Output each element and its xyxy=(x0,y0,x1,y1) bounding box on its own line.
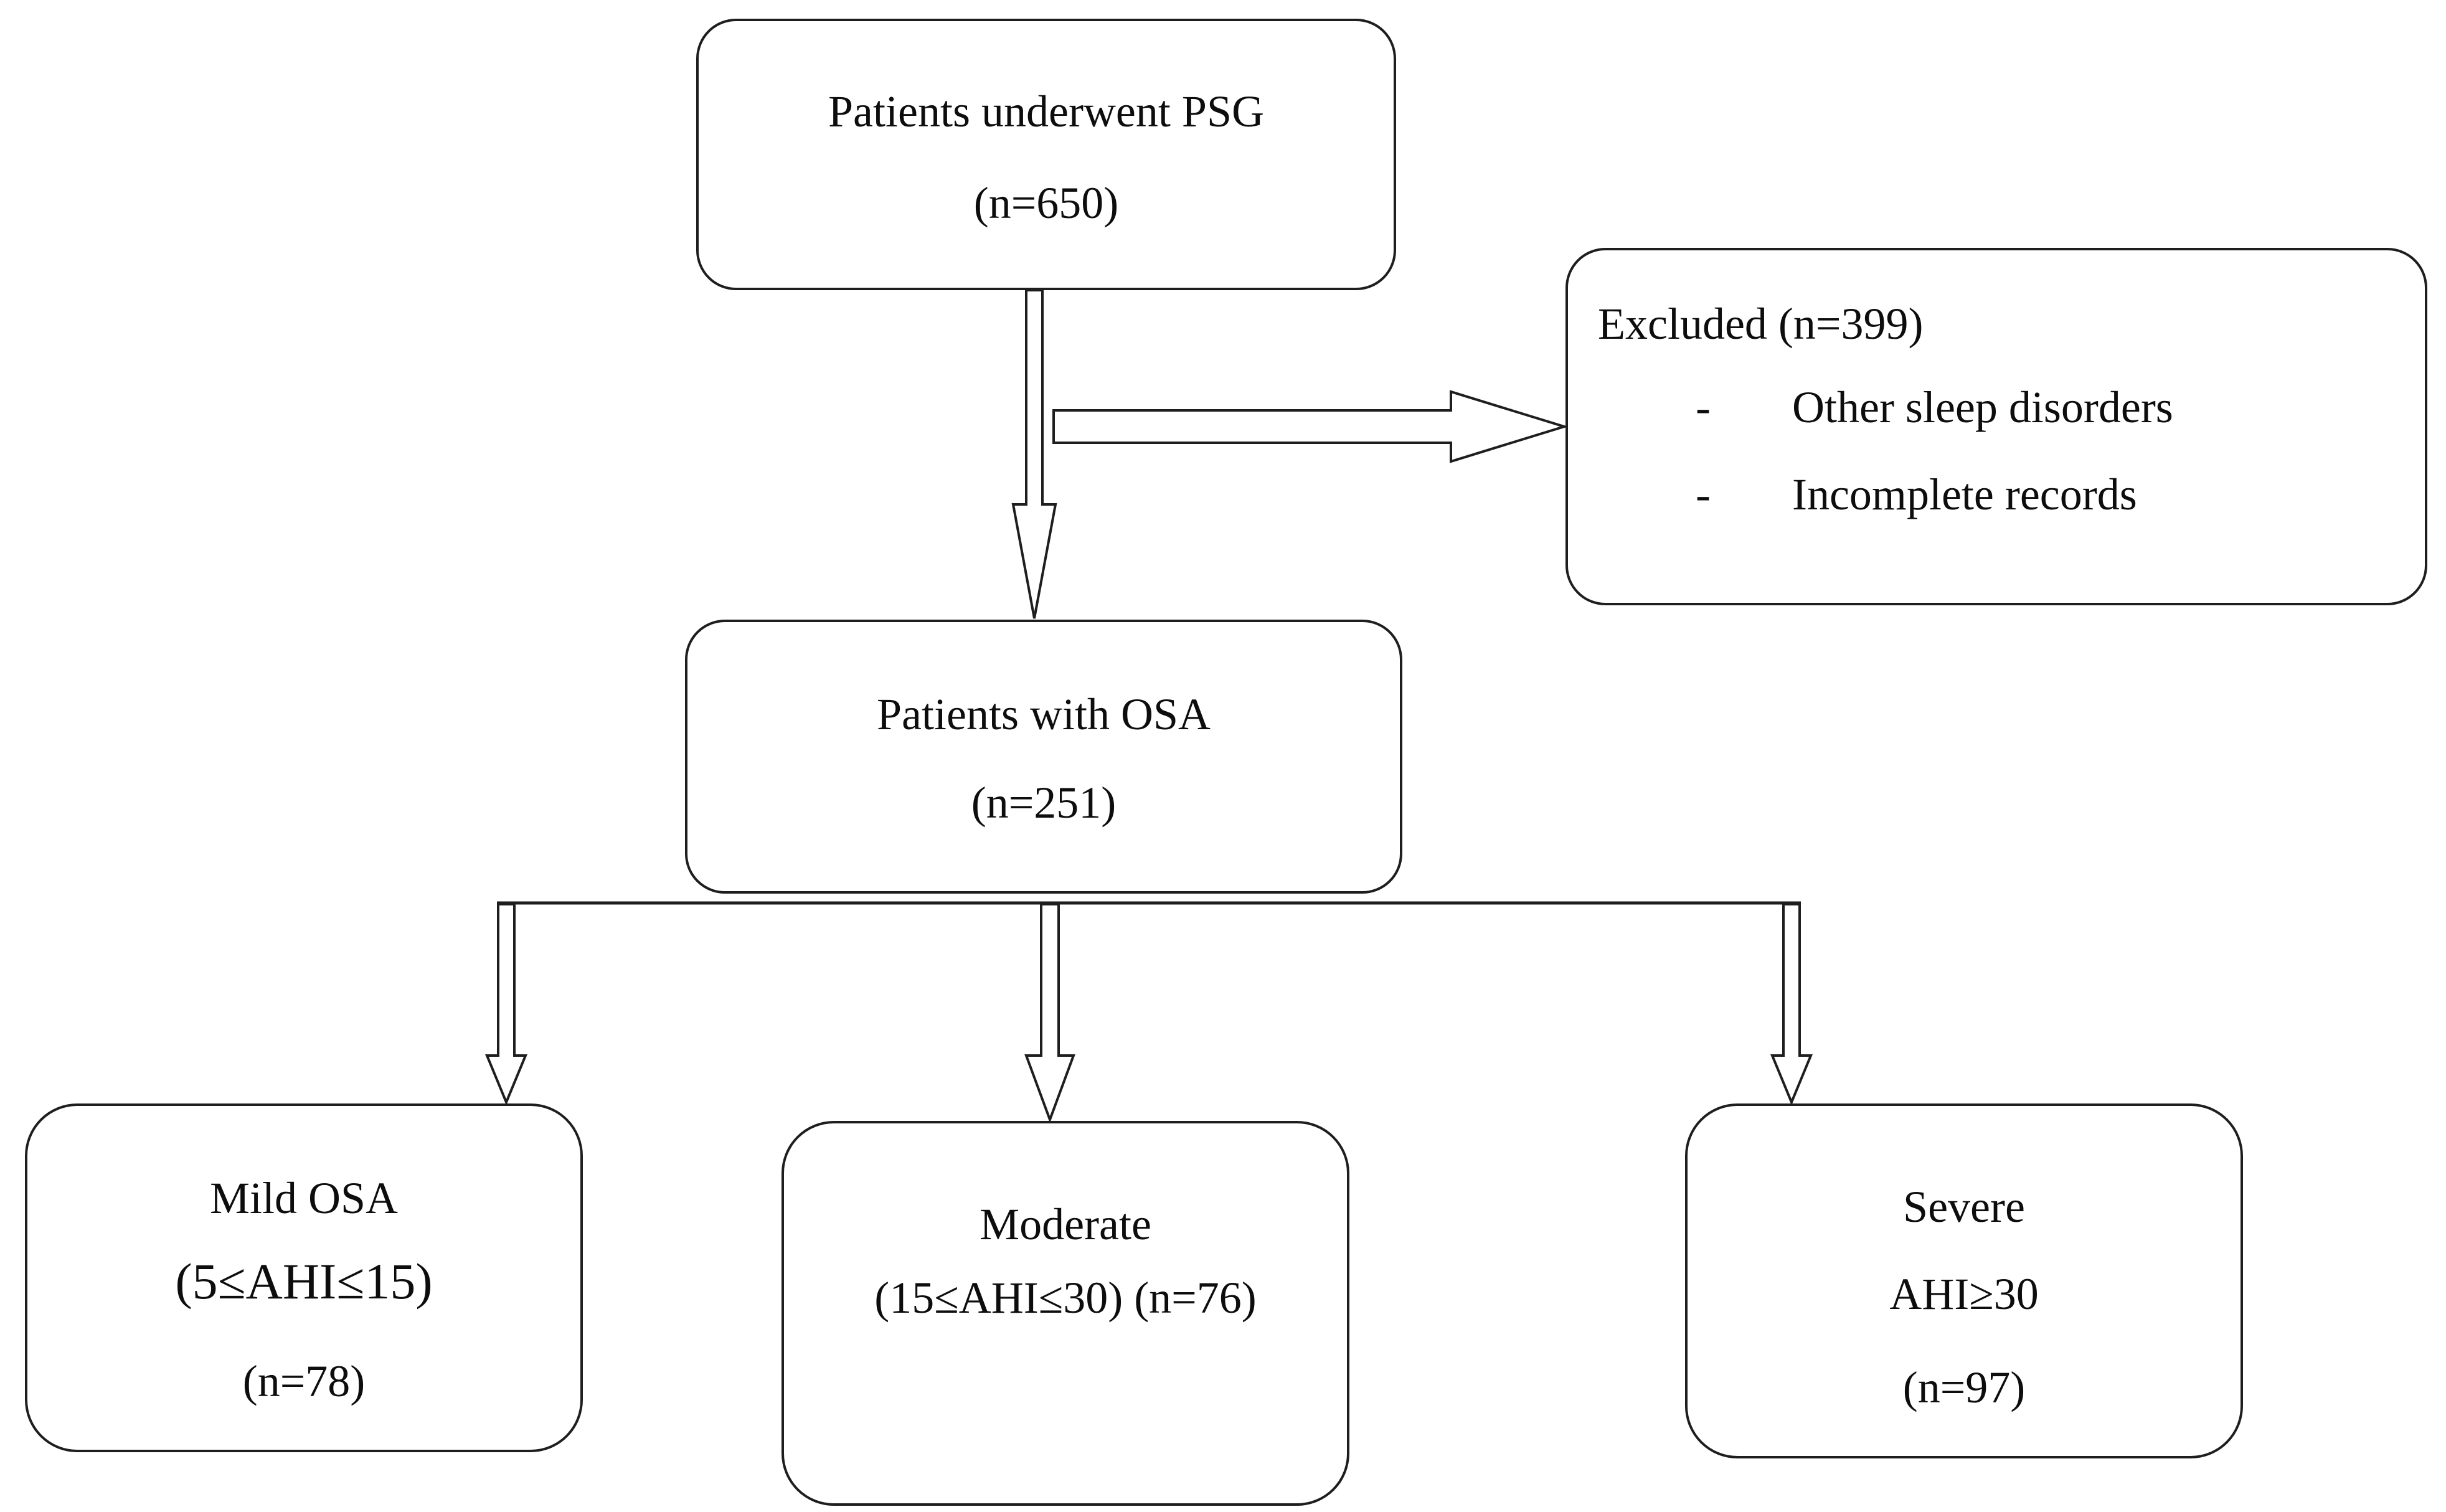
node-mild-count: (n=78) xyxy=(242,1356,366,1406)
node-excluded: Excluded (n=399) - Other sleep disorders… xyxy=(1565,248,2427,605)
node-severe-count: (n=97) xyxy=(1902,1363,2026,1412)
excluded-item-text: Other sleep disorders xyxy=(1792,382,2173,432)
node-mild-osa: Mild OSA (5≤AHI≤15) (n=78) xyxy=(25,1103,583,1452)
node-moderate-criteria-count: (15≤AHI≤30) (n=76) xyxy=(874,1273,1257,1323)
node-moderate-label: Moderate xyxy=(980,1199,1151,1249)
node-patients-with-osa: Patients with OSA (n=251) xyxy=(685,620,1402,894)
node-osa-label: Patients with OSA xyxy=(876,689,1211,739)
arrow-down-to-severe-icon xyxy=(1770,903,1813,1106)
node-mild-label: Mild OSA xyxy=(209,1173,399,1223)
node-severe-osa: Severe AHI≥30 (n=97) xyxy=(1685,1103,2243,1458)
excluded-item-text: Incomplete records xyxy=(1792,470,2137,519)
node-excluded-title: Excluded (n=399) xyxy=(1598,299,1924,349)
node-severe-label: Severe xyxy=(1903,1182,2025,1232)
arrow-down-psg-to-osa-icon xyxy=(1011,289,1057,619)
node-psg-count: (n=650) xyxy=(973,178,1119,228)
arrow-down-to-moderate-icon xyxy=(1024,903,1075,1123)
node-patients-underwent-psg: Patients underwent PSG (n=650) xyxy=(696,19,1396,290)
node-psg-label: Patients underwent PSG xyxy=(828,87,1264,136)
node-severe-criteria: AHI≥30 xyxy=(1889,1269,2039,1319)
arrow-down-to-mild-icon xyxy=(485,903,527,1106)
node-moderate-osa: Moderate (15≤AHI≤30) (n=76) xyxy=(781,1121,1349,1506)
node-mild-criteria: (5≤AHI≤15) xyxy=(175,1253,433,1310)
arrow-right-to-excluded-icon xyxy=(1052,390,1569,463)
bullet-dash: - xyxy=(1696,382,1711,432)
node-osa-count: (n=251) xyxy=(971,778,1117,828)
bullet-dash: - xyxy=(1696,470,1711,519)
